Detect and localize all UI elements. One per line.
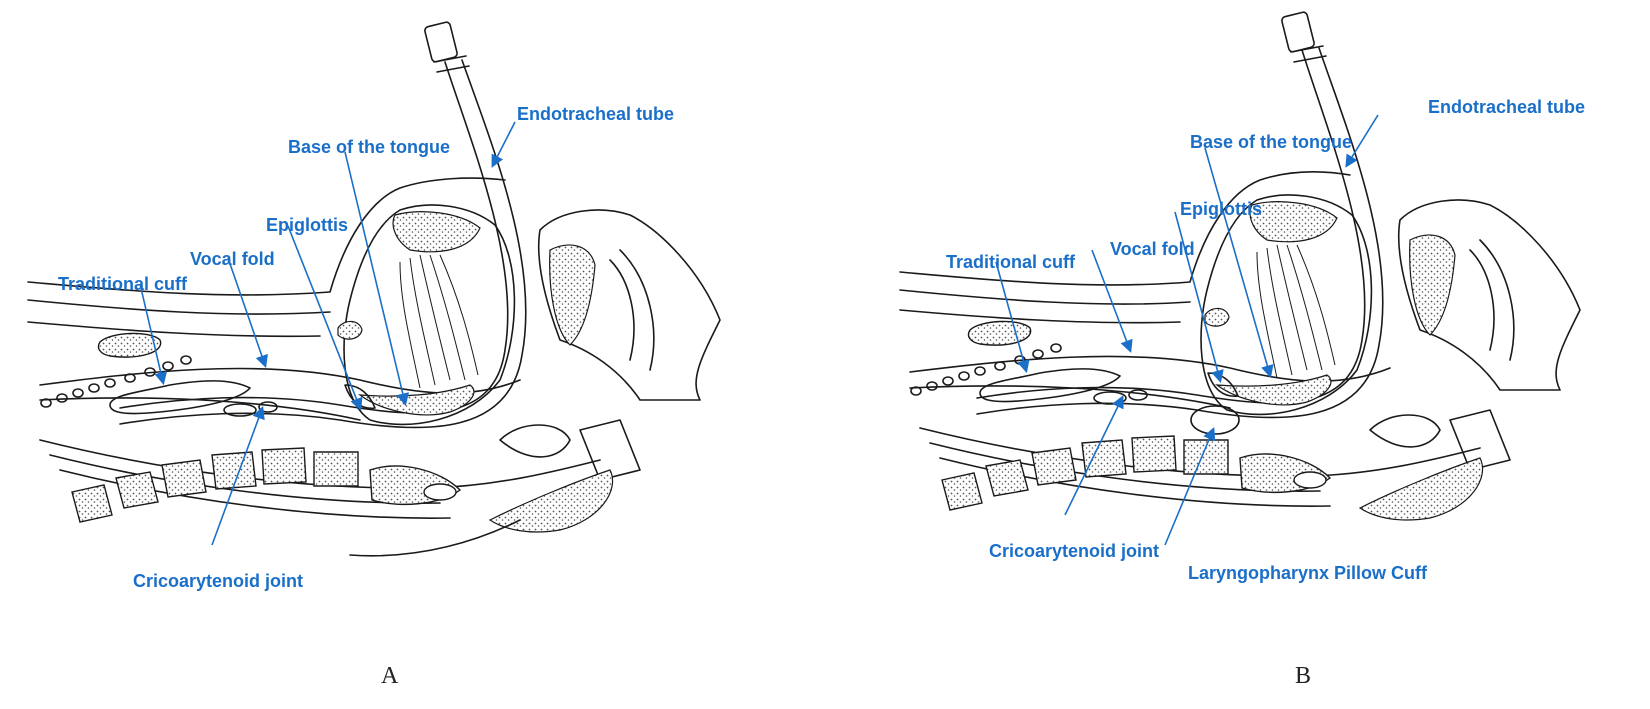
mandible-stipple: [488, 469, 614, 533]
epiglottis-cartilage: [337, 320, 363, 340]
trachea-wall-lower: [39, 397, 361, 421]
panel-a-leader-lines: [139, 121, 516, 546]
label-vocal-fold-a: Vocal fold: [190, 249, 275, 269]
label-endotracheal-tube-a: Endotracheal tube: [517, 104, 675, 124]
label-vocal-fold-b: Vocal fold: [1110, 239, 1195, 259]
occipital-stipple: [549, 244, 596, 346]
panel-b-leader-lines: [995, 114, 1379, 546]
tongue-root-stipple: [357, 384, 475, 416]
endotracheal-tube-outer: [119, 61, 509, 414]
epiglottis-shape: [344, 384, 376, 410]
upper-airway-outline: [27, 177, 506, 296]
endotracheal-tube-inner: [119, 59, 527, 429]
thyroid-gland: [97, 332, 162, 358]
panel-letter-a: A: [381, 663, 399, 689]
label-laryngopharynx-pillow-cuff-b: Laryngopharynx Pillow Cuff: [1188, 563, 1428, 583]
label-traditional-cuff-a: Traditional cuff: [58, 274, 188, 294]
tube-connector: [424, 21, 458, 63]
label-epiglottis-a: Epiglottis: [266, 215, 348, 235]
label-base-of-tongue-a: Base of the tongue: [288, 137, 451, 157]
panel-a-illustration: [27, 21, 721, 557]
cricoarytenoid-joint-shape: [223, 403, 257, 417]
vertebral-column: [71, 447, 462, 523]
label-endotracheal-tube-b: Endotracheal tube: [1428, 97, 1586, 117]
label-base-of-tongue-b: Base of the tongue: [1190, 132, 1353, 152]
panel-b-illustration: [899, 11, 1581, 546]
label-traditional-cuff-b: Traditional cuff: [946, 252, 1076, 272]
label-cricoarytenoid-joint-a: Cricoarytenoid joint: [133, 571, 304, 591]
tongue-base-stipple: [392, 211, 481, 253]
posterior-pharynx-outline: [27, 299, 331, 315]
occipital-region: [537, 209, 721, 401]
traditional-cuff-shape-b: [979, 368, 1121, 403]
traditional-cuff-shape: [109, 380, 251, 415]
panel-letter-b: B: [1295, 663, 1312, 689]
tongue-fibres: [399, 254, 479, 389]
label-epiglottis-b: Epiglottis: [1180, 199, 1262, 219]
tongue: [343, 204, 516, 426]
label-cricoarytenoid-joint-b: Cricoarytenoid joint: [989, 541, 1160, 561]
